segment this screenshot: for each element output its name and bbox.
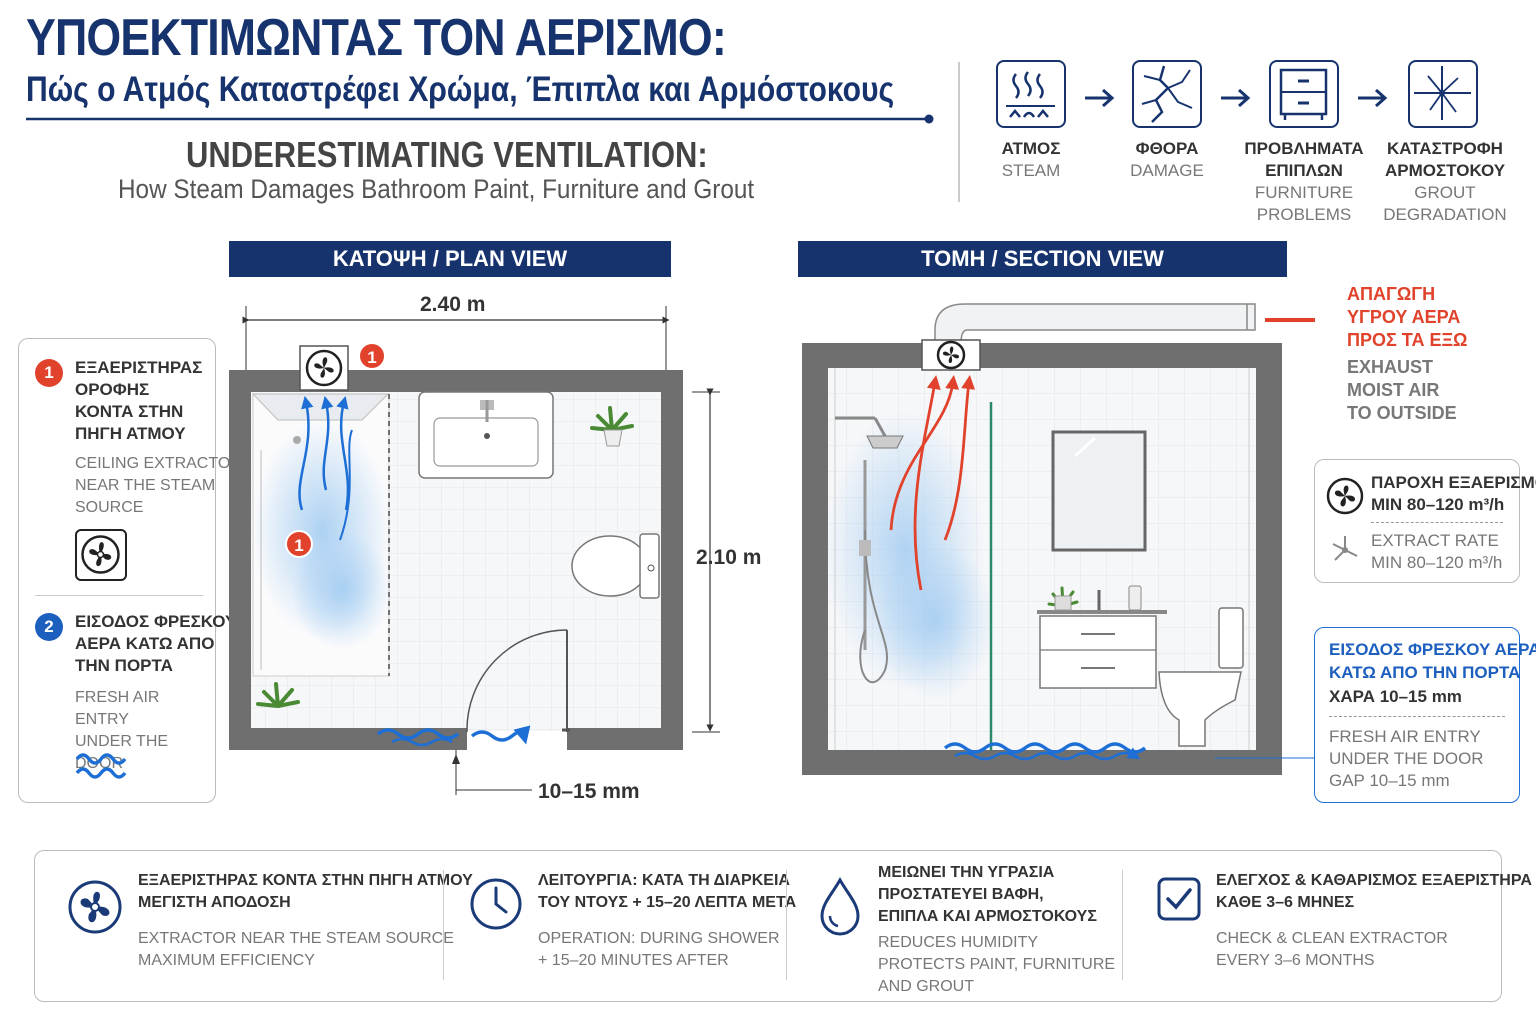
legend-divider (35, 595, 203, 596)
process-step-steam (996, 60, 1066, 128)
exhaust-label-english: EXHAUST MOIST AIR TO OUTSIDE (1347, 357, 1457, 423)
plan-view-header: ΚΑΤΟΨΗ / PLAN VIEW (229, 241, 671, 277)
legend-item2-greek: ΕΙΣΟΔΟΣ ΦΡΕΣΚΟΥ ΑΕΡΑ ΚΑΤΩ ΑΠΟ ΤΗΝ ΠΟΡΤΑ (75, 612, 237, 675)
process-label-grout: ΚΑΤΑΣΤΡΟΦΗ ΑΡΜΟΣΤΟΚΟΥ GROUT DEGRADATION (1383, 139, 1507, 224)
cracked-wall-icon (1132, 60, 1202, 128)
fan-icon (1326, 477, 1364, 515)
arrow-right-icon (1085, 88, 1115, 108)
tip3-english: REDUCES HUMIDITY PROTECTS PAINT, FURNITU… (878, 934, 1116, 995)
arrow-right-icon (1358, 88, 1388, 108)
process-label-damage: ΦΘΟΡΑ DAMAGE (1130, 139, 1204, 180)
plan-fan-marker: 1 (358, 342, 386, 370)
water-drop-icon (820, 876, 860, 936)
tip-maintenance: ΕΛΕΓΧΟΣ & ΚΑΘΑΡΙΣΜΟΣ ΕΞΑΕΡΙΣΤΗΡΑ ΚΑΘΕ 3–… (1156, 862, 1532, 992)
cracked-tile-icon (1408, 60, 1478, 128)
tip1-english: EXTRACTOR NEAR THE STEAM SOURCE MAXIMUM … (138, 930, 454, 969)
process-step-furniture (1269, 60, 1339, 128)
tip4-greek: ΕΛΕΓΧΟΣ & ΚΑΘΑΡΙΣΜΟΣ ΕΞΑΕΡΙΣΤΗΡΑ ΚΑΘΕ 3–… (1216, 872, 1532, 911)
legend-item1-greek: ΕΞΑΕΡΙΣΤΗΡΑΣ ΟΡΟΦΗΣ ΚΟΝΤΑ ΣΤΗΝ ΠΗΓΗ ΑΤΜΟ… (75, 358, 203, 443)
tip4-english: CHECK & CLEAN EXTRACTOR EVERY 3–6 MONTHS (1216, 930, 1448, 969)
header-divider (958, 62, 960, 202)
plan-gap-dimension: 10–15 mm (538, 780, 640, 803)
plan-width-dimension: 2.40 m (420, 293, 486, 316)
tip2-greek: ΛΕΙΤΟΥΡΓΙΑ: ΚΑΤΑ ΤΗ ΔΙΑΡΚΕΙΑ ΤΟΥ ΝΤΟΥΣ +… (538, 872, 797, 911)
checkbox-icon (1157, 877, 1201, 921)
tip-humidity: ΜΕΙΩΝΕΙ ΤΗΝ ΥΓΡΑΣΙΑ ΠΡΟΣΤΑΤΕΥΕΙ ΒΑΦΗ, ΕΠ… (818, 862, 1118, 995)
extract-rate-divider (1371, 522, 1503, 523)
tip-operation-time: ΛΕΙΤΟΥΡΓΙΑ: ΚΑΤΑ ΤΗ ΔΙΑΡΚΕΙΑ ΤΟΥ ΝΤΟΥΣ +… (468, 862, 796, 992)
fan-outline-icon (1332, 536, 1358, 561)
tips-divider (786, 870, 787, 980)
legend-marker-1: 1 (35, 359, 63, 387)
page-subtitle-greek: Πώς ο Ατμός Καταστρέφει Χρώμα, Έπιπλα κα… (26, 70, 895, 109)
process-step-damage (1132, 60, 1202, 128)
tips-panel (34, 850, 1502, 1002)
airflow-waves-icon (75, 753, 127, 779)
exhaust-label-greek: ΑΠΑΓΩΓΗ ΥΓΡΟΥ ΑΕΡΑ ΠΡΟΣ ΤΑ ΕΞΩ (1347, 284, 1468, 350)
tip2-english: OPERATION: DURING SHOWER + 15–20 MINUTES… (538, 930, 780, 969)
extract-rate-card: ΠΑΡΟΧΗ ΕΞΑΕΡΙΣΜΟΥ MIN 80–120 m³/h EXTRAC… (1314, 459, 1536, 583)
fresh-air-divider (1329, 716, 1505, 717)
arrow-right-icon (1221, 88, 1251, 108)
plan-steam-marker: 1 (285, 530, 313, 558)
page-title-english: UNDERESTIMATING VENTILATION: (186, 134, 708, 175)
extract-rate-english: EXTRACT RATE MIN 80–120 m³/h (1371, 531, 1503, 572)
title-underline (26, 114, 934, 124)
steam-icon (996, 60, 1066, 128)
tips-divider (443, 870, 444, 980)
fan-icon (75, 529, 127, 581)
page-subtitle-english: How Steam Damages Bathroom Paint, Furnit… (118, 174, 755, 204)
fresh-air-greek: ΕΙΣΟΔΟΣ ΦΡΕΣΚΟΥ ΑΕΡΑ ΚΑΤΩ ΑΠΟ ΤΗΝ ΠΟΡΤΑ (1329, 640, 1536, 682)
fresh-air-english: FRESH AIR ENTRY UNDER THE DOOR GAP 10–15… (1329, 727, 1484, 790)
legend-marker-2: 2 (35, 613, 63, 641)
plan-depth-dimension: 2.10 m (696, 546, 762, 569)
section-view-header: ΤΟΜΗ / SECTION VIEW (798, 241, 1287, 277)
tips-divider (1122, 870, 1123, 980)
tip1-greek: ΕΞΑΕΡΙΣΤΗΡΑΣ ΚΟΝΤΑ ΣΤΗΝ ΠΗΓΗ ΑΤΜΟΥ ΜΕΓΙΣ… (138, 872, 473, 911)
furniture-icon (1269, 60, 1339, 128)
fan-icon (68, 880, 122, 934)
plan-view-drawing (229, 306, 720, 795)
tip3-greek: ΜΕΙΩΝΕΙ ΤΗΝ ΥΓΡΑΣΙΑ ΠΡΟΣΤΑΤΕΥΕΙ ΒΑΦΗ, ΕΠ… (878, 864, 1097, 925)
fresh-air-gap-greek: ΧΑΡΑ 10–15 mm (1329, 687, 1462, 706)
section-view-drawing (802, 303, 1315, 775)
process-step-grout (1408, 60, 1478, 128)
clock-icon (470, 878, 522, 930)
extract-rate-greek: ΠΑΡΟΧΗ ΕΞΑΕΡΙΣΜΟΥ MIN 80–120 m³/h (1371, 473, 1536, 514)
page-title-greek: ΥΠΟΕΚΤΙΜΩΝΤΑΣ ΤΟΝ ΑΕΡΙΣΜΟ: (26, 9, 727, 67)
legend-item1-english: CEILING EXTRACTOR NEAR THE STEAM SOURCE (75, 455, 242, 516)
fresh-air-card: ΕΙΣΟΔΟΣ ΦΡΕΣΚΟΥ ΑΕΡΑ ΚΑΤΩ ΑΠΟ ΤΗΝ ΠΟΡΤΑ … (1314, 627, 1536, 803)
legend-card: 1 ΕΞΑΕΡΙΣΤΗΡΑΣ ΟΡΟΦΗΣ ΚΟΝΤΑ ΣΤΗΝ ΠΗΓΗ ΑΤ… (18, 338, 242, 803)
tip-fan-placement: ΕΞΑΕΡΙΣΤΗΡΑΣ ΚΟΝΤΑ ΣΤΗΝ ΠΗΓΗ ΑΤΜΟΥ ΜΕΓΙΣ… (66, 862, 473, 992)
process-label-steam: ΑΤΜΟΣ STEAM (1001, 139, 1061, 180)
process-label-furniture: ΠΡΟΒΛΗΜΑΤΑ ΕΠΙΠΛΩΝ FURNITURE PROBLEMS (1244, 139, 1364, 224)
